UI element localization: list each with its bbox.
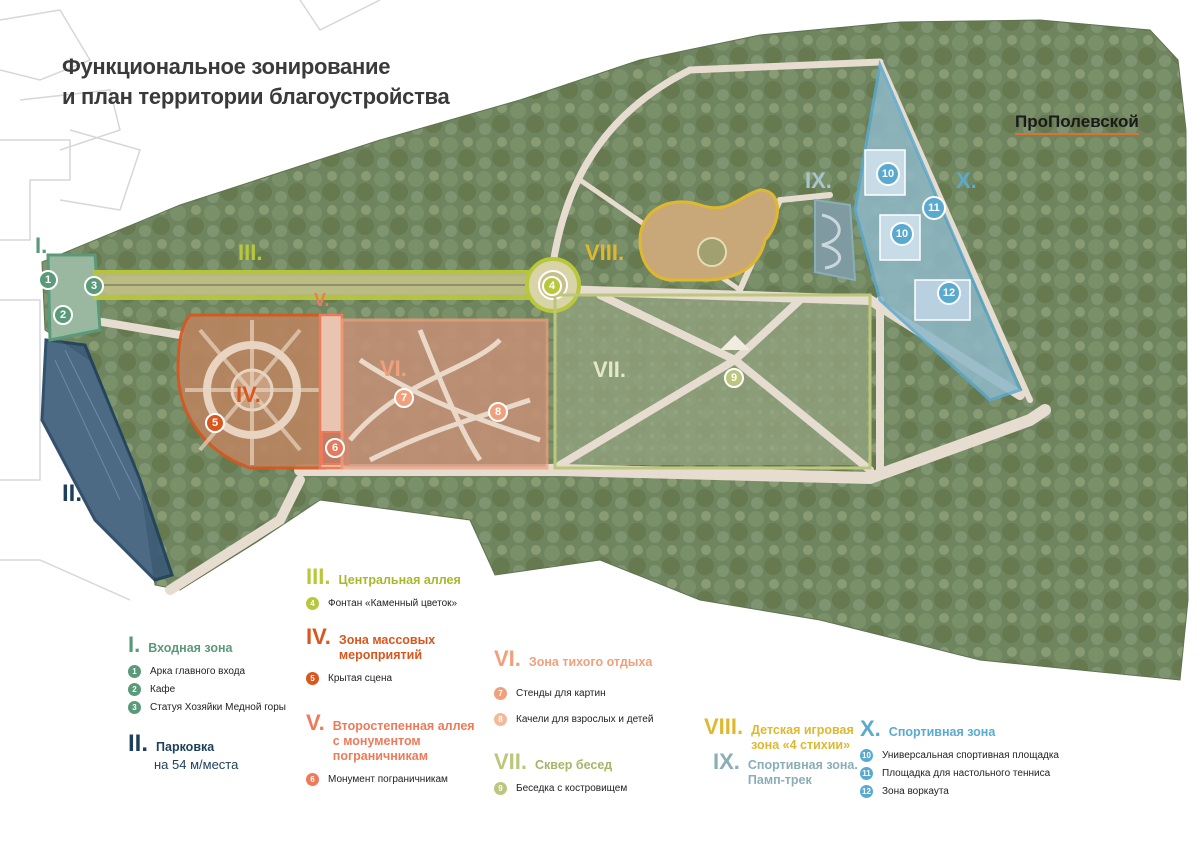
legend-zone-V-title-1: Второстепенная аллея bbox=[332, 719, 475, 733]
legend-zone-II-num: II. bbox=[128, 730, 149, 757]
legend-zone-I-num: I. bbox=[128, 632, 141, 657]
legend-zone-VI-num: VI. bbox=[494, 646, 521, 671]
map-marker-11[interactable]: 11 bbox=[922, 196, 946, 220]
legend-zone-VII-num: VII. bbox=[494, 749, 528, 774]
legend-zone-I-title: Входная зона bbox=[148, 641, 233, 655]
map-label-IX: IX. bbox=[805, 168, 832, 193]
legend-zone-III-num: III. bbox=[306, 564, 331, 589]
map-marker-10a[interactable]: 10 bbox=[876, 162, 900, 186]
brand-logo: ПроПолевской bbox=[1015, 112, 1139, 135]
legend-zone-V-title-2: с монументом bbox=[332, 734, 421, 748]
legend-zone-V-num: V. bbox=[306, 710, 325, 735]
legend-zone-IV-title-2: мероприятий bbox=[338, 648, 423, 662]
map-label-I: I. bbox=[35, 233, 48, 258]
legend-zone-VII-title: Сквер бесед bbox=[535, 758, 613, 772]
legend-zone-VIII-title-1: Детская игровая bbox=[751, 723, 854, 737]
map-marker-1[interactable]: 1 bbox=[38, 270, 58, 290]
legend-zone-X-title: Спортивная зона bbox=[888, 725, 996, 739]
map-marker-3[interactable]: 3 bbox=[84, 276, 104, 296]
page-title: Функциональное зонирование и план террит… bbox=[62, 52, 450, 112]
map-marker-4[interactable]: 4 bbox=[542, 276, 562, 296]
map-marker-5[interactable]: 5 bbox=[205, 413, 225, 433]
map-label-II: II. bbox=[62, 480, 83, 507]
map-label-VI: VI. bbox=[380, 356, 407, 381]
legend-zone-IX-title-1: Спортивная зона. bbox=[747, 758, 858, 772]
title-line-2: и план территории благоустройства bbox=[62, 84, 450, 109]
legend-zone-III-title: Центральная аллея bbox=[338, 573, 461, 587]
legend-zone-VI-title: Зона тихого отдыха bbox=[528, 655, 653, 669]
street-outlines bbox=[0, 0, 381, 601]
map-marker-9[interactable]: 9 bbox=[724, 368, 744, 388]
map-label-X: X. bbox=[956, 168, 977, 193]
map-marker-8[interactable]: 8 bbox=[488, 402, 508, 422]
legend-zone-IX-num: IX. bbox=[713, 749, 740, 774]
legend-zone-VIII-title-2: зона «4 стихии» bbox=[751, 738, 851, 752]
zone-VII-square bbox=[553, 293, 872, 470]
legend-zone-VIII-num: VIII. bbox=[704, 714, 744, 739]
legend-zone-IV-num: IV. bbox=[306, 624, 331, 649]
legend-zone-VIII: VIII. Детская игровая зона «4 стихии» bbox=[704, 716, 854, 753]
map-label-III: III. bbox=[238, 240, 263, 265]
zone-I-entrance bbox=[46, 253, 102, 342]
legend-zone-V-title-3: пограничникам bbox=[332, 749, 428, 763]
legend-zone-IV-title-1: Зона массовых bbox=[338, 633, 436, 647]
legend-zone-IX: IX. Спортивная зона. Памп-трек bbox=[713, 751, 863, 788]
title-line-1: Функциональное зонирование bbox=[62, 54, 391, 79]
legend-zone-IX-title-2: Памп-трек bbox=[747, 773, 812, 787]
map-marker-7[interactable]: 7 bbox=[394, 388, 414, 408]
map-marker-6[interactable]: 6 bbox=[325, 438, 345, 458]
map-label-VIII: VIII. bbox=[585, 240, 625, 265]
legend-zone-X-num: X. bbox=[860, 716, 881, 741]
legend-zone-II-subtitle: на 54 м/места bbox=[154, 757, 239, 772]
legend-zone-II: II. Парковка на 54 м/места bbox=[128, 730, 308, 773]
map-label-VII: VII. bbox=[593, 357, 627, 382]
zone-VIII-play bbox=[638, 188, 779, 282]
zone-II-parking bbox=[40, 338, 174, 582]
map-marker-2[interactable]: 2 bbox=[53, 305, 73, 325]
map-label-IV: IV. bbox=[236, 382, 261, 407]
map-label-V: V. bbox=[314, 290, 330, 310]
map-marker-12[interactable]: 12 bbox=[937, 281, 961, 305]
legend-zone-II-title: Парковка bbox=[156, 740, 215, 754]
legend-zone-V: V. Второстепенная аллея с монументом пог… bbox=[306, 712, 506, 788]
map-marker-10b[interactable]: 10 bbox=[890, 222, 914, 246]
